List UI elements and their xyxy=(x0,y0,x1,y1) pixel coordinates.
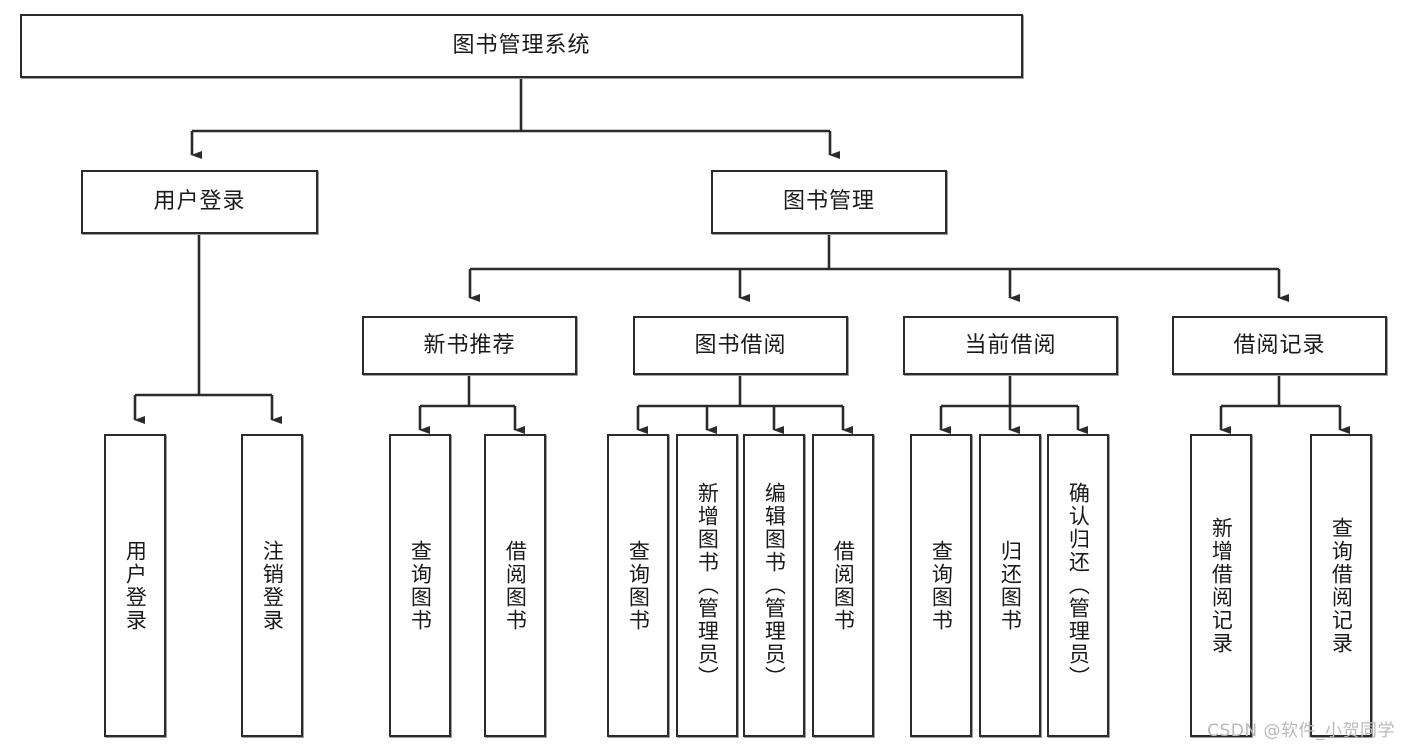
node-leaf-borrow-book-borrow[interactable]: 借阅图书 xyxy=(812,434,874,737)
node-leaf-edit-book[interactable]: 编辑图书（管理员） xyxy=(743,434,805,737)
node-borrow-record-label: 借阅记录 xyxy=(1233,332,1326,358)
node-book-manage[interactable]: 图书管理 xyxy=(711,170,947,234)
node-current-borrow-label: 当前借阅 xyxy=(964,332,1057,358)
node-borrow-record[interactable]: 借阅记录 xyxy=(1172,316,1387,375)
node-leaf-borrow-book-borrow-label: 借阅图书 xyxy=(831,539,856,632)
watermark-text: CSDN @软件_小贺同学 xyxy=(1207,721,1395,741)
node-leaf-return-book[interactable]: 归还图书 xyxy=(979,434,1041,737)
node-leaf-query-record-label: 查询借阅记录 xyxy=(1329,516,1354,655)
node-leaf-add-book[interactable]: 新增图书（管理员） xyxy=(676,434,738,737)
node-leaf-edit-book-label: 编辑图书（管理员） xyxy=(762,482,787,689)
node-book-manage-label: 图书管理 xyxy=(782,189,875,215)
node-new-book-recommend[interactable]: 新书推荐 xyxy=(362,316,577,375)
node-leaf-query-book-current-label: 查询图书 xyxy=(929,539,954,632)
node-leaf-add-record[interactable]: 新增借阅记录 xyxy=(1190,434,1252,737)
node-current-borrow[interactable]: 当前借阅 xyxy=(903,316,1118,375)
node-leaf-borrow-book-new-label: 借阅图书 xyxy=(503,539,528,632)
node-root-label: 图书管理系统 xyxy=(452,33,591,59)
node-user-login-label: 用户登录 xyxy=(153,189,246,215)
node-book-borrow[interactable]: 图书借阅 xyxy=(633,316,848,375)
node-new-book-recommend-label: 新书推荐 xyxy=(423,332,516,358)
node-leaf-add-record-label: 新增借阅记录 xyxy=(1209,516,1234,655)
node-leaf-query-book-new-label: 查询图书 xyxy=(408,539,433,632)
node-user-login[interactable]: 用户登录 xyxy=(81,170,318,234)
node-leaf-return-book-label: 归还图书 xyxy=(998,539,1023,632)
node-leaf-query-book-borrow-label: 查询图书 xyxy=(626,539,651,632)
node-leaf-user-login-label: 用户登录 xyxy=(123,539,148,632)
node-leaf-user-login[interactable]: 用户登录 xyxy=(104,434,166,737)
node-leaf-query-book-borrow[interactable]: 查询图书 xyxy=(607,434,669,737)
node-leaf-confirm-return[interactable]: 确认归还（管理员） xyxy=(1047,434,1109,737)
node-leaf-query-book-current[interactable]: 查询图书 xyxy=(910,434,972,737)
node-leaf-query-book-new[interactable]: 查询图书 xyxy=(389,434,451,737)
node-leaf-confirm-return-label: 确认归还（管理员） xyxy=(1066,482,1091,689)
node-leaf-logout[interactable]: 注销登录 xyxy=(241,434,303,737)
node-root[interactable]: 图书管理系统 xyxy=(20,14,1023,78)
node-book-borrow-label: 图书借阅 xyxy=(694,332,787,358)
node-leaf-borrow-book-new[interactable]: 借阅图书 xyxy=(484,434,546,737)
node-leaf-query-record[interactable]: 查询借阅记录 xyxy=(1310,434,1372,737)
node-leaf-logout-label: 注销登录 xyxy=(260,539,285,632)
node-leaf-add-book-label: 新增图书（管理员） xyxy=(695,482,720,689)
